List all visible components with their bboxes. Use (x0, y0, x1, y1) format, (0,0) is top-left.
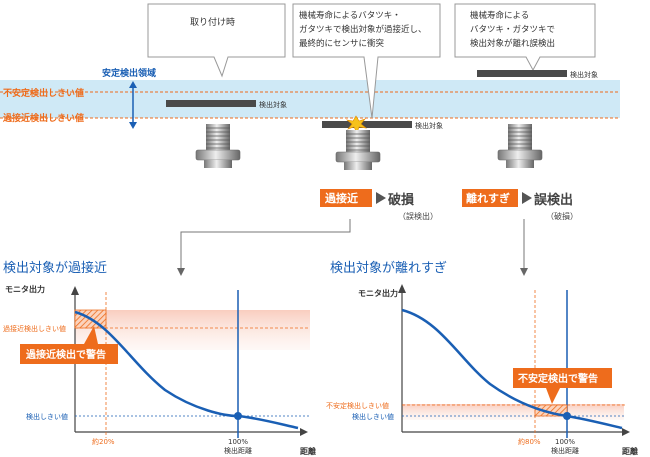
left-xlabel: 距離 (300, 446, 316, 456)
right-warn-callout: 不安定検出で警告 (513, 368, 612, 404)
play-arrow-icon (522, 192, 532, 204)
result-right: 離れすぎ 誤検出 （破損） (462, 189, 578, 221)
left-ylabel: モニタ出力 (5, 284, 45, 294)
svg-text:離れすぎ: 離れすぎ (466, 191, 510, 205)
callout-far: 機械寿命による バタツキ・ガタツキで 検出対象が離れ誤検出 (454, 3, 596, 72)
band-label: 安定検出領域 (102, 67, 156, 79)
left-warn-callout: 過接近検出で警告 (20, 326, 118, 364)
svg-text:（破損）: （破損） (546, 211, 578, 221)
connector-left-arrow (177, 219, 351, 276)
right-det-point (563, 412, 571, 420)
right-unstable-thr-label: 不安定検出しきい値 (326, 401, 389, 410)
result-left: 過接近 破損 （誤検出） (320, 189, 438, 221)
play-arrow-icon (376, 192, 386, 204)
svg-text:ガタツキで検出対象が過接近し、: ガタツキで検出対象が過接近し、 (299, 24, 427, 35)
band-arrow-up-icon (129, 81, 137, 88)
target-label-close: 検出対象 (415, 121, 443, 130)
right-det-thr-label: 検出しきい値 (352, 412, 394, 421)
band-arrow-down-icon (129, 122, 137, 129)
svg-text:バタツキ・ガタツキで: バタツキ・ガタツキで (470, 24, 555, 35)
sensor-left (195, 124, 241, 168)
target-bar-close (322, 121, 412, 128)
left-x-tick-100: 100% (228, 438, 248, 446)
right-axes (398, 284, 630, 436)
left-chart-title: 検出対象が過接近 (3, 260, 107, 276)
unstable-threshold-label: 不安定検出しきい値 (3, 87, 84, 99)
callout-mount: 取り付け時 (147, 3, 286, 78)
left-det-thr-label: 検出しきい値 (26, 412, 68, 421)
stable-band (0, 80, 620, 118)
target-bar-far (477, 70, 567, 77)
svg-text:機械寿命による: 機械寿命による (470, 10, 529, 21)
right-curve (401, 308, 623, 430)
right-chart-title: 検出対象が離れすぎ (330, 261, 447, 276)
left-x-tick-20: 約20% (92, 437, 115, 446)
left-x-tick-100-sub: 検出距離 (224, 446, 252, 455)
svg-text:誤検出: 誤検出 (534, 192, 573, 208)
sensor-right (497, 124, 543, 168)
right-unstable-band (402, 404, 624, 420)
callout-collision: 機械寿命によるバタツキ・ ガタツキで検出対象が過接近し、 最終的にセンサに衝突 (292, 3, 441, 119)
target-label-mount: 検出対象 (259, 100, 287, 109)
right-x-tick-80: 約80% (518, 437, 541, 446)
svg-text:取り付け時: 取り付け時 (190, 17, 235, 28)
left-close-thr-label: 過接近検出しきい値 (3, 324, 66, 333)
right-x-tick-100-sub: 検出距離 (551, 446, 579, 455)
left-curve (74, 310, 299, 430)
close-threshold-label: 過接近検出しきい値 (2, 112, 84, 124)
left-close-band (75, 310, 310, 350)
svg-text:過接近検出で警告: 過接近検出で警告 (25, 348, 106, 361)
sensor-middle (335, 130, 381, 170)
target-bar-mount (166, 100, 256, 107)
right-xlabel: 距離 (622, 446, 638, 456)
svg-text:破損: 破損 (388, 192, 415, 208)
right-x-tick-100: 100% (555, 438, 575, 446)
svg-text:機械寿命によるバタツキ・: 機械寿命によるバタツキ・ (299, 10, 401, 21)
svg-text:検出対象が離れ誤検出: 検出対象が離れ誤検出 (470, 38, 555, 49)
svg-text:不安定検出で警告: 不安定検出で警告 (518, 372, 598, 385)
right-ylabel: モニタ出力 (358, 288, 398, 298)
svg-text:（誤検出）: （誤検出） (398, 211, 438, 221)
svg-text:最終的にセンサに衝突: 最終的にセンサに衝突 (299, 38, 385, 49)
target-label-far: 検出対象 (570, 70, 598, 79)
left-det-point (234, 412, 242, 420)
svg-text:過接近: 過接近 (324, 191, 358, 205)
